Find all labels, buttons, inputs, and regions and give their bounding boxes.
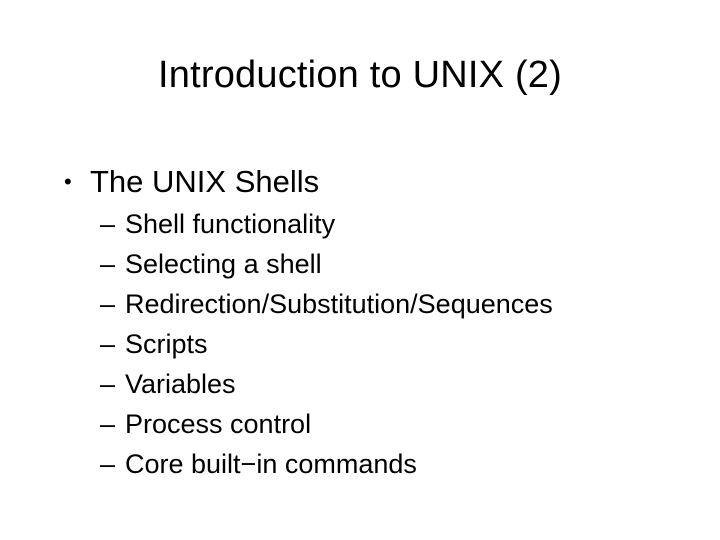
- sub-bullet-label: Core built−in commands: [125, 449, 417, 479]
- slide-body: • The UNIX Shells – Shell functionality …: [60, 162, 680, 484]
- dash-marker-icon: –: [100, 329, 116, 359]
- dash-marker-icon: –: [100, 209, 116, 239]
- dash-marker-icon: –: [100, 449, 116, 479]
- sub-bullet-label: Variables: [125, 369, 236, 399]
- list-item: – Redirection/Substitution/Sequences: [60, 284, 680, 324]
- list-item: – Scripts: [60, 324, 680, 364]
- bullet-dot-icon: •: [64, 169, 72, 194]
- page-title: Introduction to UNIX (2): [158, 54, 562, 96]
- sub-bullet-list: – Shell functionality – Selecting a shel…: [60, 204, 680, 484]
- bullet-item-top-level: • The UNIX Shells: [60, 162, 680, 202]
- sub-bullet-label: Process control: [125, 409, 312, 439]
- sub-bullet-label: Shell functionality: [125, 209, 336, 239]
- sub-bullet-label: Scripts: [125, 329, 208, 359]
- list-item: – Selecting a shell: [60, 244, 680, 284]
- dash-marker-icon: –: [100, 409, 116, 439]
- dash-marker-icon: –: [100, 249, 116, 279]
- dash-marker-icon: –: [100, 369, 116, 399]
- bullet-label: The UNIX Shells: [90, 164, 320, 199]
- sub-bullet-label: Selecting a shell: [125, 249, 322, 279]
- list-item: – Variables: [60, 364, 680, 404]
- sub-bullet-label: Redirection/Substitution/Sequences: [125, 289, 553, 319]
- list-item: – Process control: [60, 404, 680, 444]
- list-item: – Shell functionality: [60, 204, 680, 244]
- dash-marker-icon: –: [100, 289, 116, 319]
- list-item: – Core built−in commands: [60, 444, 680, 484]
